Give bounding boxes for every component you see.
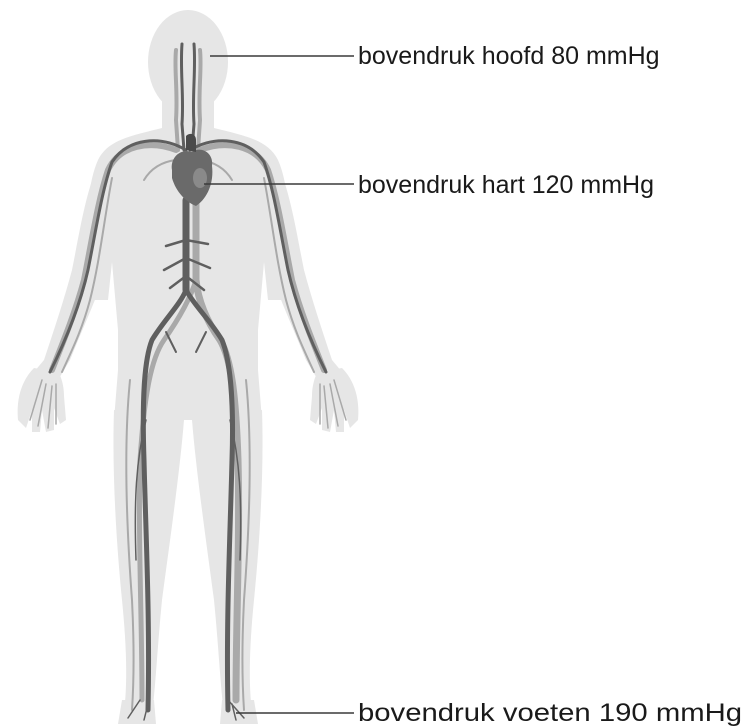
- head-shape: [148, 10, 228, 114]
- left-hand-shape: [18, 368, 66, 432]
- right-hand-shape: [310, 368, 358, 432]
- pelvis-shape: [114, 370, 262, 420]
- label-feet-pressure: bovendruk voeten 190 mmHg: [358, 699, 742, 727]
- label-head-pressure: bovendruk hoofd 80 mmHg: [358, 42, 660, 70]
- body-silhouette: [18, 10, 359, 724]
- label-heart-pressure: bovendruk hart 120 mmHg: [358, 171, 654, 199]
